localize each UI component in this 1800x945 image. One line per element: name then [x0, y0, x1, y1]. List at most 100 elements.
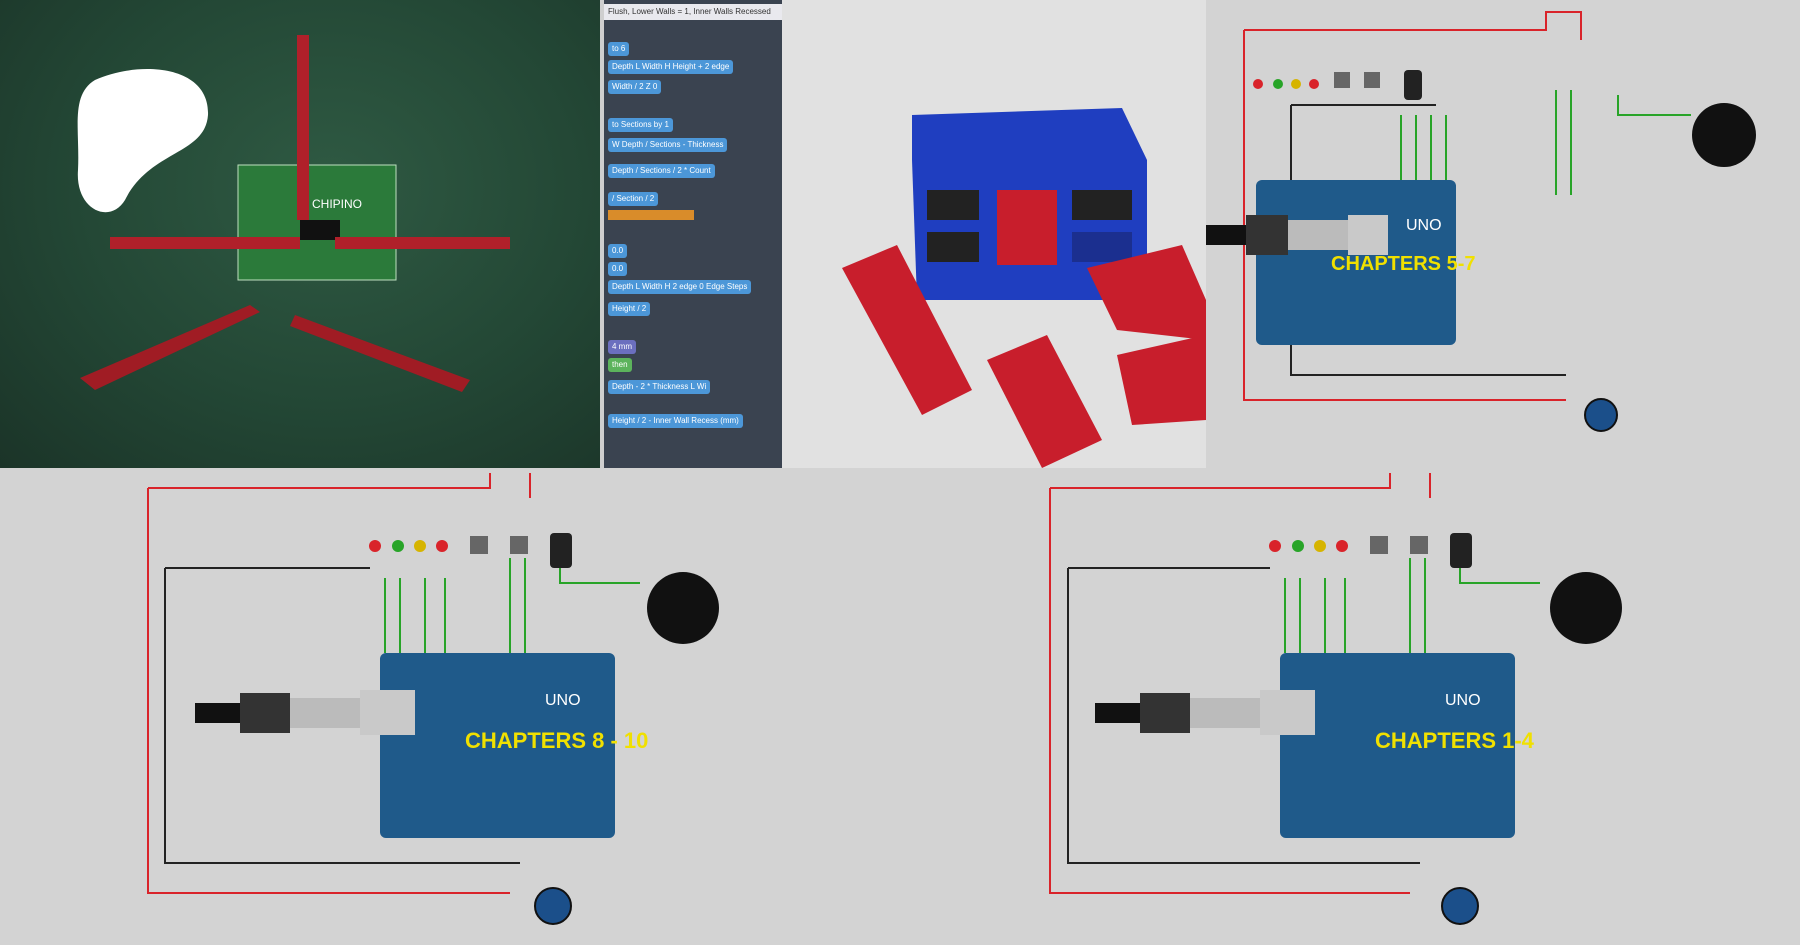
code-block: Height / 2: [608, 302, 651, 316]
wire-red: [1049, 488, 1410, 894]
code-block: Width / 2 Z 0: [608, 80, 662, 94]
wire-red: [1244, 11, 1582, 40]
usb-port: [1288, 220, 1348, 250]
wire-green: [1400, 90, 1572, 195]
wire-green: [1284, 558, 1426, 653]
code-block: Depth L Width H Height + 2 edge: [608, 60, 734, 74]
wire-red: [148, 473, 531, 498]
buzzer: [647, 572, 719, 644]
buzzer: [1550, 572, 1622, 644]
drawer-slot: [927, 190, 979, 220]
usb-connector: [360, 690, 415, 735]
white-blob-shape: [77, 69, 209, 213]
chapter-label: CHAPTERS 1-4: [1375, 728, 1535, 753]
push-button: [1370, 536, 1388, 554]
code-block: 0.0: [608, 262, 628, 276]
code-block: Depth / Sections / 2 * Count: [608, 164, 715, 178]
push-button: [1364, 72, 1380, 88]
usb-port: [290, 698, 360, 728]
led-green: [392, 540, 404, 552]
capacitor: [1450, 533, 1472, 568]
wire-red: [1243, 30, 1566, 401]
code-block: to 6: [608, 42, 630, 56]
push-button: [510, 536, 528, 554]
pcb-label: CHIPINO: [312, 197, 362, 211]
circuit-diagram: CHAPTERS 8 - 10 UNO: [147, 473, 719, 925]
wire-green: [1617, 95, 1691, 116]
code-block: to Sections by 1: [608, 118, 673, 132]
code-block: Depth - 2 * Thickness L Wi: [608, 380, 711, 394]
pcb-chip: [300, 220, 340, 240]
wire-green: [559, 563, 640, 584]
arduino-board: [380, 653, 615, 838]
led-red: [1269, 540, 1281, 552]
usb-port: [1190, 698, 1260, 728]
capacitor: [550, 533, 572, 568]
red-clip-top: [297, 35, 309, 220]
wire-red: [147, 488, 510, 894]
board-brand: UNO: [1445, 692, 1481, 709]
usb-plug: [195, 703, 240, 723]
usb-plug-body: [240, 693, 290, 733]
usb-plug-body: [1246, 215, 1288, 255]
drawer-slot: [1072, 232, 1132, 262]
red-drawer-loose: [1117, 335, 1206, 425]
board-brand: UNO: [1406, 217, 1442, 234]
code-block: W Depth / Sections - Thickness: [608, 138, 728, 152]
led-red: [1253, 79, 1263, 89]
code-block: 4 mm: [608, 340, 636, 354]
led-yellow: [1314, 540, 1326, 552]
wire-green: [1459, 563, 1540, 584]
push-button: [470, 536, 488, 554]
led-red: [369, 540, 381, 552]
drawer-slot: [1072, 190, 1132, 220]
red-drawer-loose: [842, 245, 972, 415]
potentiometer: [1441, 887, 1479, 925]
circuit-panel-ch1-4: CHAPTERS 1-4 UNO: [900, 468, 1800, 945]
led-yellow: [1291, 79, 1301, 89]
circuit-diagram: CHAPTERS 1-4 UNO: [1049, 473, 1622, 925]
storage-bins-panel: [782, 0, 1206, 468]
pcb-illustration: CHIPINO: [77, 35, 510, 392]
circuit-diagram: CHAPTERS 5-7 UNO: [1206, 11, 1756, 432]
code-block: then: [608, 358, 632, 372]
potentiometer: [1584, 398, 1618, 432]
led-red: [436, 540, 448, 552]
push-button: [1334, 72, 1350, 88]
wire-black: [1067, 568, 1420, 864]
code-header: Flush, Lower Walls = 1, Inner Walls Rece…: [604, 4, 782, 20]
red-clip-bottom-right: [290, 315, 470, 392]
capacitor: [1404, 70, 1422, 100]
led-green: [1292, 540, 1304, 552]
led-red: [1336, 540, 1348, 552]
push-button: [1410, 536, 1428, 554]
circuit-panel-ch5-7: CHAPTERS 5-7 UNO: [1206, 0, 1800, 468]
board-brand: UNO: [545, 692, 581, 709]
code-blocks-panel: Flush, Lower Walls = 1, Inner Walls Rece…: [604, 0, 782, 468]
buzzer: [1692, 103, 1756, 167]
usb-plug: [1206, 225, 1246, 245]
drawer-slot: [927, 232, 979, 262]
chapter-label: CHAPTERS 8 - 10: [465, 728, 648, 753]
bins-illustration: [842, 108, 1206, 468]
code-block: Height / 2 - Inner Wall Recess (mm): [608, 414, 743, 428]
led-green: [1273, 79, 1283, 89]
arduino-board: [1280, 653, 1515, 838]
wire-black: [164, 568, 520, 864]
red-clip-bottom-left: [80, 305, 260, 390]
code-block: Depth L Width H 2 edge 0 Edge Steps: [608, 280, 752, 294]
code-block: 0.0: [608, 244, 628, 258]
chapter-label: CHAPTERS 5-7: [1331, 253, 1475, 275]
red-drawer-loose: [987, 335, 1102, 468]
wire-green: [384, 558, 526, 653]
usb-plug-body: [1140, 693, 1190, 733]
red-drawer: [997, 190, 1057, 265]
potentiometer: [534, 887, 572, 925]
led-yellow: [414, 540, 426, 552]
red-clip-right: [335, 237, 510, 249]
usb-plug: [1095, 703, 1140, 723]
circuit-panel-ch8-10: CHAPTERS 8 - 10 UNO: [0, 468, 900, 945]
red-drawer-loose: [1087, 245, 1206, 340]
code-orange-bar: [608, 210, 694, 220]
code-block: / Section / 2: [608, 192, 659, 206]
